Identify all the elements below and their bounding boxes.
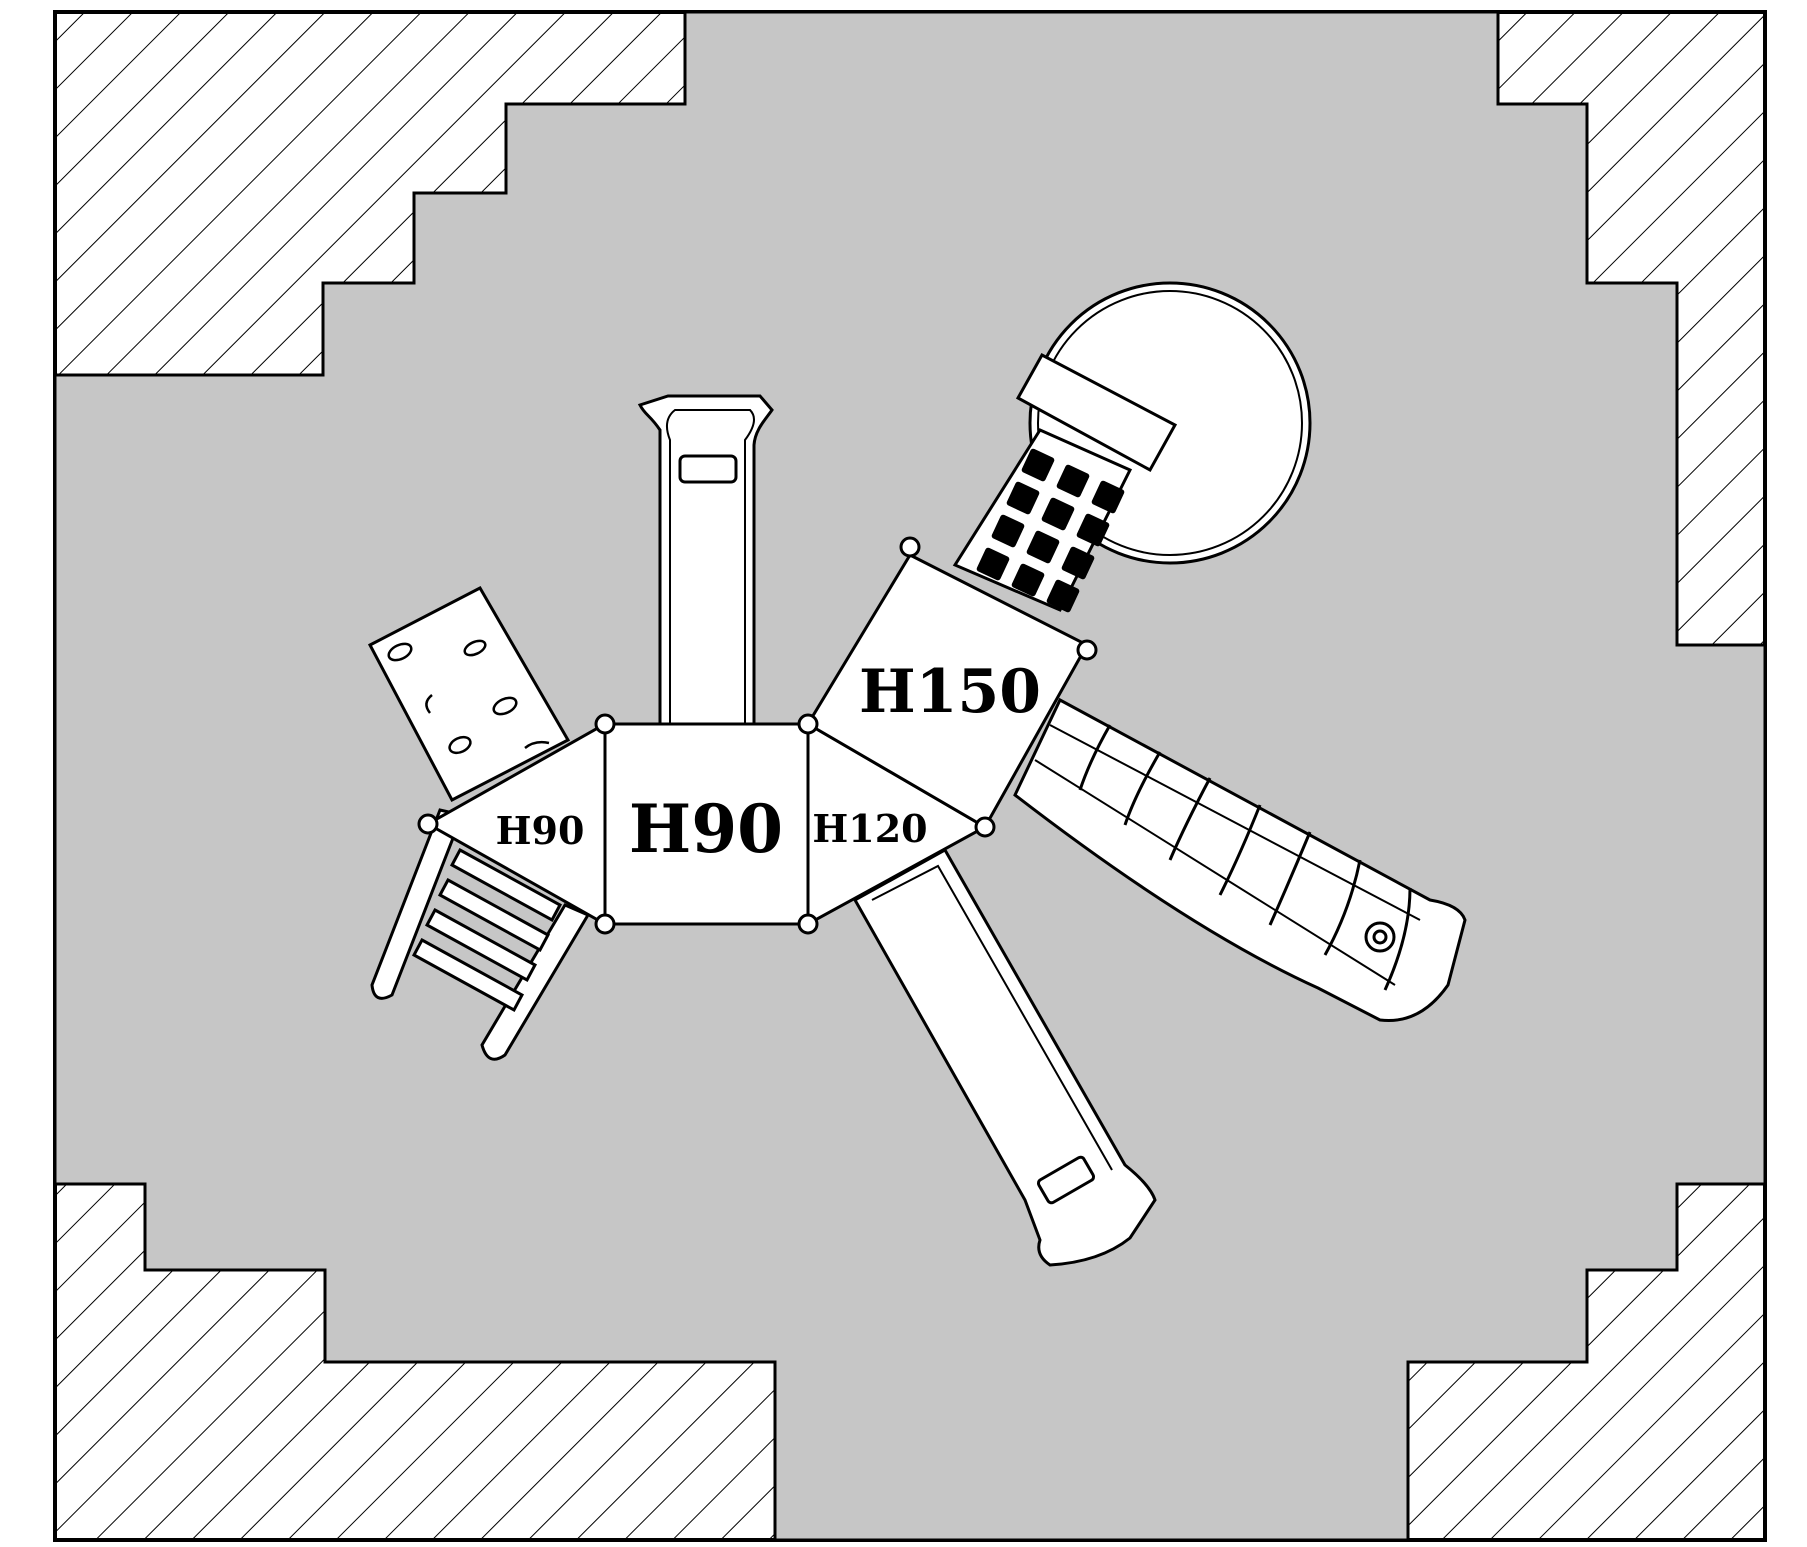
slide-exit-handle-lower — [1036, 1155, 1096, 1205]
platform-left-label: H90 — [496, 808, 585, 853]
straight-slide-lower — [852, 847, 1157, 1267]
platform-tower-label: H150 — [859, 657, 1041, 727]
straight-slide-top — [637, 394, 774, 730]
platforms — [417, 536, 1098, 935]
tube-slide — [1013, 697, 1467, 1023]
platform-center-label: H90 — [629, 790, 783, 868]
tube-slide-icon — [1078, 724, 1412, 991]
slide-exit-handle — [678, 454, 738, 484]
platform-right-label: H120 — [812, 806, 927, 851]
platform-posts — [417, 536, 1098, 935]
ladder-icon — [411, 847, 563, 1013]
net-climber-icon — [976, 448, 1125, 613]
net-climber — [952, 352, 1178, 613]
climbing-wall — [367, 586, 571, 803]
ladder — [370, 808, 591, 1061]
rock-climbing-wall-icon — [387, 639, 550, 755]
